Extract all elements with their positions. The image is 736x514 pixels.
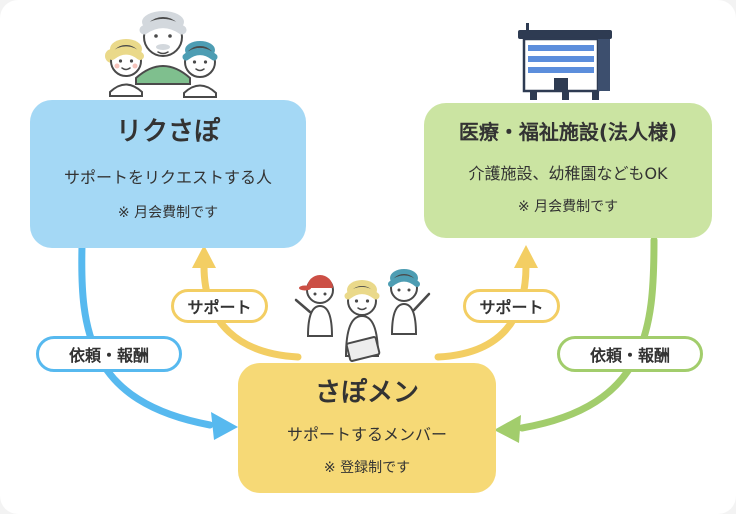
support-label-left: サポート <box>171 289 268 323</box>
arrow-facilities-to-supporters <box>518 236 658 432</box>
arrow-supporters-to-facilities-head <box>514 245 538 268</box>
support-label-right: サポート <box>463 289 560 323</box>
supporters-note: ※ 登録制です <box>323 459 411 476</box>
requesters-note: ※ 月会費制です <box>117 204 219 221</box>
supporters-subtitle: サポートするメンバー <box>286 424 447 444</box>
facilities-subtitle: 介護施設、幼稚園などもOK <box>468 164 668 183</box>
arrow-requesters-to-supporters-head <box>211 412 238 440</box>
facilities-box: 医療・福祉施設(法人様) 介護施設、幼稚園などもOK ※ 月会費制です <box>424 103 712 238</box>
building-icon <box>518 23 612 100</box>
arrow-facilities-to-supporters-head <box>494 415 521 443</box>
facilities-note: ※ 月会費制です <box>517 199 619 215</box>
facilities-title: 医療・福祉施設(法人様) <box>458 120 678 144</box>
supporters-title: さぽメン <box>314 378 419 408</box>
members-illustration <box>294 269 431 362</box>
requesters-box: リクさぽ サポートをリクエストする人 ※ 月会費制です <box>30 100 306 248</box>
family-illustration <box>105 11 218 98</box>
requesters-title: リクさぽ <box>115 117 220 147</box>
arrow-supporters-to-requesters-head <box>192 245 216 268</box>
supporters-box: さぽメン サポートするメンバー ※ 登録制です <box>238 363 496 493</box>
requesters-subtitle: サポートをリクエストする人 <box>63 167 272 187</box>
request-reward-label-right: 依頼・報酬 <box>557 336 703 372</box>
request-reward-label-left: 依頼・報酬 <box>36 336 182 372</box>
